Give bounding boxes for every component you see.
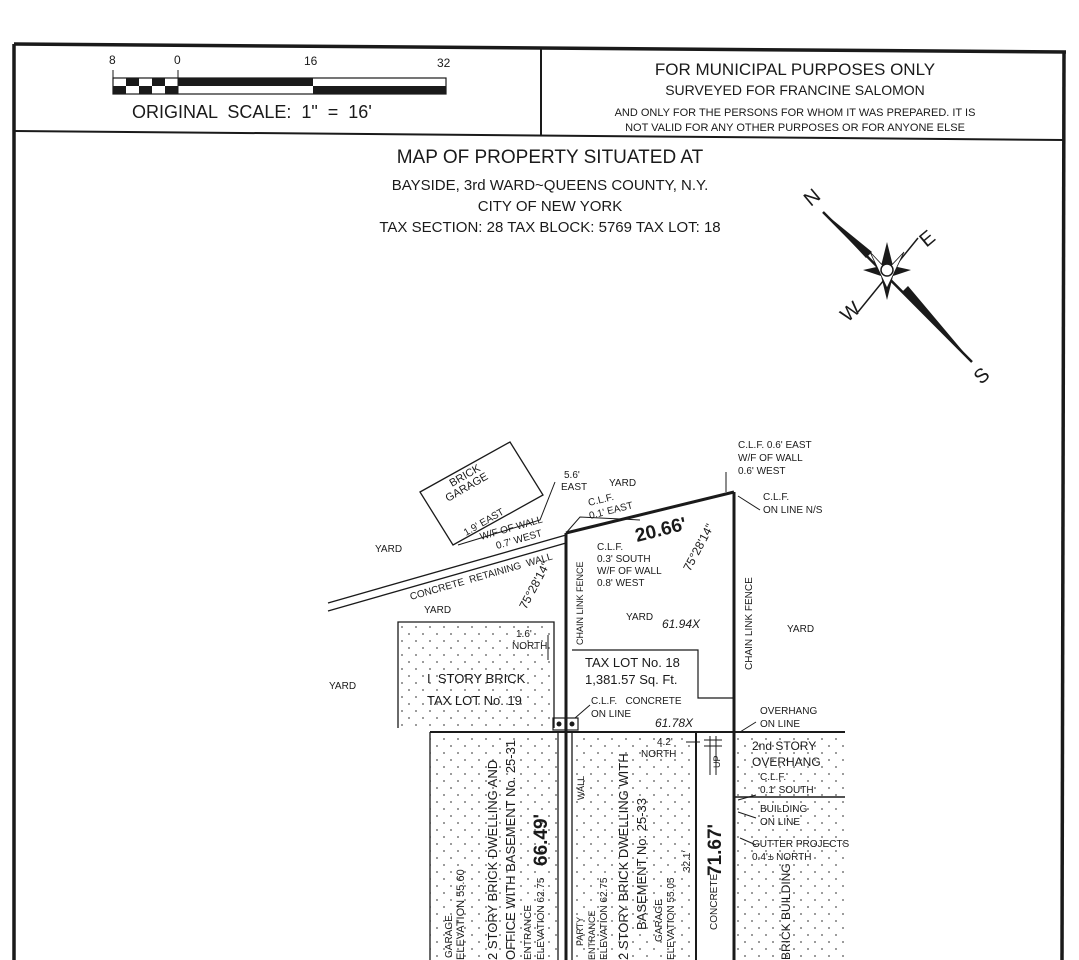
label-entrance-left-b: ELEVATION 62.75 xyxy=(536,877,547,960)
disclaimer-line-3: AND ONLY FOR THE PERSONS FOR WHOM IT WAS… xyxy=(615,107,976,119)
label-clf-concrete-b: ON LINE xyxy=(591,709,631,720)
label-east-5-6b: EAST xyxy=(561,482,587,493)
label-dwelling-left-a: 2 STORY BRICK DWELLING AND xyxy=(485,760,500,960)
title-line-4: TAX SECTION: 28 TAX BLOCK: 5769 TAX LOT:… xyxy=(379,219,720,236)
label-chain-fence-left: CHAIN LINK FENCE xyxy=(575,561,585,645)
label-clf-concrete-a: C.L.F. CONCRETE xyxy=(591,696,682,707)
compass-rose: N E W S xyxy=(800,185,994,389)
dim-66-49: 66.49' xyxy=(531,814,552,866)
label-clf-east-a: C.L.F. 0.6' EAST xyxy=(738,440,812,451)
label-clf-south-a: C.L.F. xyxy=(597,542,623,553)
disclaimer-line-1: FOR MUNICIPAL PURPOSES ONLY xyxy=(655,60,935,79)
scale-caption: ORIGINAL SCALE: 1" = 16' xyxy=(132,102,372,122)
label-clf-01-south-a: C.L.F. xyxy=(760,772,786,783)
compass-s: S xyxy=(970,364,994,389)
label-yard-right: YARD xyxy=(787,624,814,635)
dim-top-line: 20.66' xyxy=(633,514,689,547)
label-entrance-left-a: ENTRANCE xyxy=(523,905,534,960)
disclaimer-block: FOR MUNICIPAL PURPOSES ONLY SURVEYED FOR… xyxy=(615,60,976,134)
label-yard-center: YARD xyxy=(626,612,653,623)
label-clf-south-b: 0.3' SOUTH xyxy=(597,554,651,565)
label-north-1-6b: NORTH xyxy=(512,641,547,652)
compass-n: N xyxy=(800,185,825,211)
label-north-4-2a: 4.2' xyxy=(657,737,673,748)
building-shading xyxy=(398,622,848,960)
label-clf-east-b: W/F OF WALL xyxy=(738,453,803,464)
title-line-2: BAYSIDE, 3rd WARD~QUEENS COUNTY, N.Y. xyxy=(392,177,709,194)
label-north-4-2b: NORTH xyxy=(641,749,676,760)
dim-61-78: 61.78X xyxy=(655,716,694,730)
label-up: UP xyxy=(712,755,722,768)
label-tax-lot-19: TAX LOT No. 19 xyxy=(427,693,522,708)
label-wall: WALL xyxy=(576,776,586,800)
label-party-b: ENTRANCE xyxy=(587,910,597,960)
label-chain-fence-right: CHAIN LINK FENCE xyxy=(744,577,755,670)
disclaimer-line-4: NOT VALID FOR ANY OTHER PURPOSES OR FOR … xyxy=(625,122,965,134)
label-overhang-b: ON LINE xyxy=(760,719,800,730)
label-clf-01-south-b: 0.1' SOUTH xyxy=(760,785,814,796)
dim-32-1: 32.1' xyxy=(682,851,693,872)
label-brick-building: BRICK BUILDING xyxy=(779,863,793,960)
label-yard-left: YARD xyxy=(375,544,402,555)
scale-tick-8: 8 xyxy=(109,53,116,67)
scale-bar: 8 0 16 32 ORIGINAL SCALE: 1" = 16' xyxy=(109,53,451,122)
disclaimer-line-2: SURVEYED FOR FRANCINE SALOMON xyxy=(665,82,925,98)
label-yard-top: YARD xyxy=(609,478,636,489)
label-clf-east-c: 0.6' WEST xyxy=(738,466,785,477)
label-garage-elev-right-b: ELEVATION 55.05 xyxy=(666,877,677,960)
leader-lines xyxy=(457,472,761,846)
label-garage-elev-right-a: GARAGE xyxy=(654,899,665,942)
label-gutter-b: 0.4'± NORTH xyxy=(752,852,811,863)
label-overhang-a: OVERHANG xyxy=(760,706,817,717)
label-garage-elev-left-b: ELEVATION 55.60 xyxy=(455,869,467,960)
label-dwelling-right-b: BASEMENT No. 25-33 xyxy=(634,798,649,930)
title-line-1: MAP OF PROPERTY SITUATED AT xyxy=(397,147,704,168)
label-building-online-a: BUILDING xyxy=(760,804,807,815)
map-title: MAP OF PROPERTY SITUATED AT BAYSIDE, 3rd… xyxy=(379,147,720,236)
label-clf-online-b: ON LINE N/S xyxy=(763,505,823,516)
label-tax-lot-18a: TAX LOT No. 18 xyxy=(585,655,680,670)
label-second-story-a: 2nd STORY xyxy=(752,739,816,753)
compass-w: W xyxy=(837,298,866,327)
label-gutter-a: GUTTER PROJECTS xyxy=(752,839,850,850)
label-party-c: ELEVATION 62.75 xyxy=(599,877,610,960)
label-north-1-6a: 1.6' xyxy=(516,629,532,640)
label-yard-far-left: YARD xyxy=(329,681,356,692)
label-dwelling-right-a: 2 STORY BRICK DWELLING WITH xyxy=(616,753,631,960)
dim-71-67: 71.67' xyxy=(705,824,726,876)
label-garage-elev-left-a: GARAGE xyxy=(444,915,455,958)
label-building-online-b: ON LINE xyxy=(760,817,800,828)
label-east-5-6a: 5.6' xyxy=(564,470,580,481)
scale-tick-16: 16 xyxy=(304,54,318,68)
label-story-brick: I STORY BRICK xyxy=(427,671,526,686)
label-tax-lot-18b: 1,381.57 Sq. Ft. xyxy=(585,672,678,687)
dim-61-94: 61.94X xyxy=(662,617,701,631)
label-dwelling-left-b: OFFICE WITH BASEMENT No. 25-31 xyxy=(503,740,518,960)
scale-tick-0: 0 xyxy=(174,53,181,67)
title-line-3: CITY OF NEW YORK xyxy=(478,198,622,215)
label-second-story-b: OVERHANG xyxy=(752,755,821,769)
label-party-a: PARTY xyxy=(575,917,585,946)
sheet-frame xyxy=(12,42,1067,960)
label-clf-south-d: 0.8' WEST xyxy=(597,578,644,589)
label-concrete: CONCRETE xyxy=(709,874,720,930)
property-lines xyxy=(327,441,845,960)
label-clf-south-c: W/F OF WALL xyxy=(597,566,662,577)
label-clf-online-a: C.L.F. xyxy=(763,492,789,503)
scale-tick-32: 32 xyxy=(437,56,451,70)
label-yard-mid-left: YARD xyxy=(424,605,451,616)
compass-e: E xyxy=(916,226,940,251)
